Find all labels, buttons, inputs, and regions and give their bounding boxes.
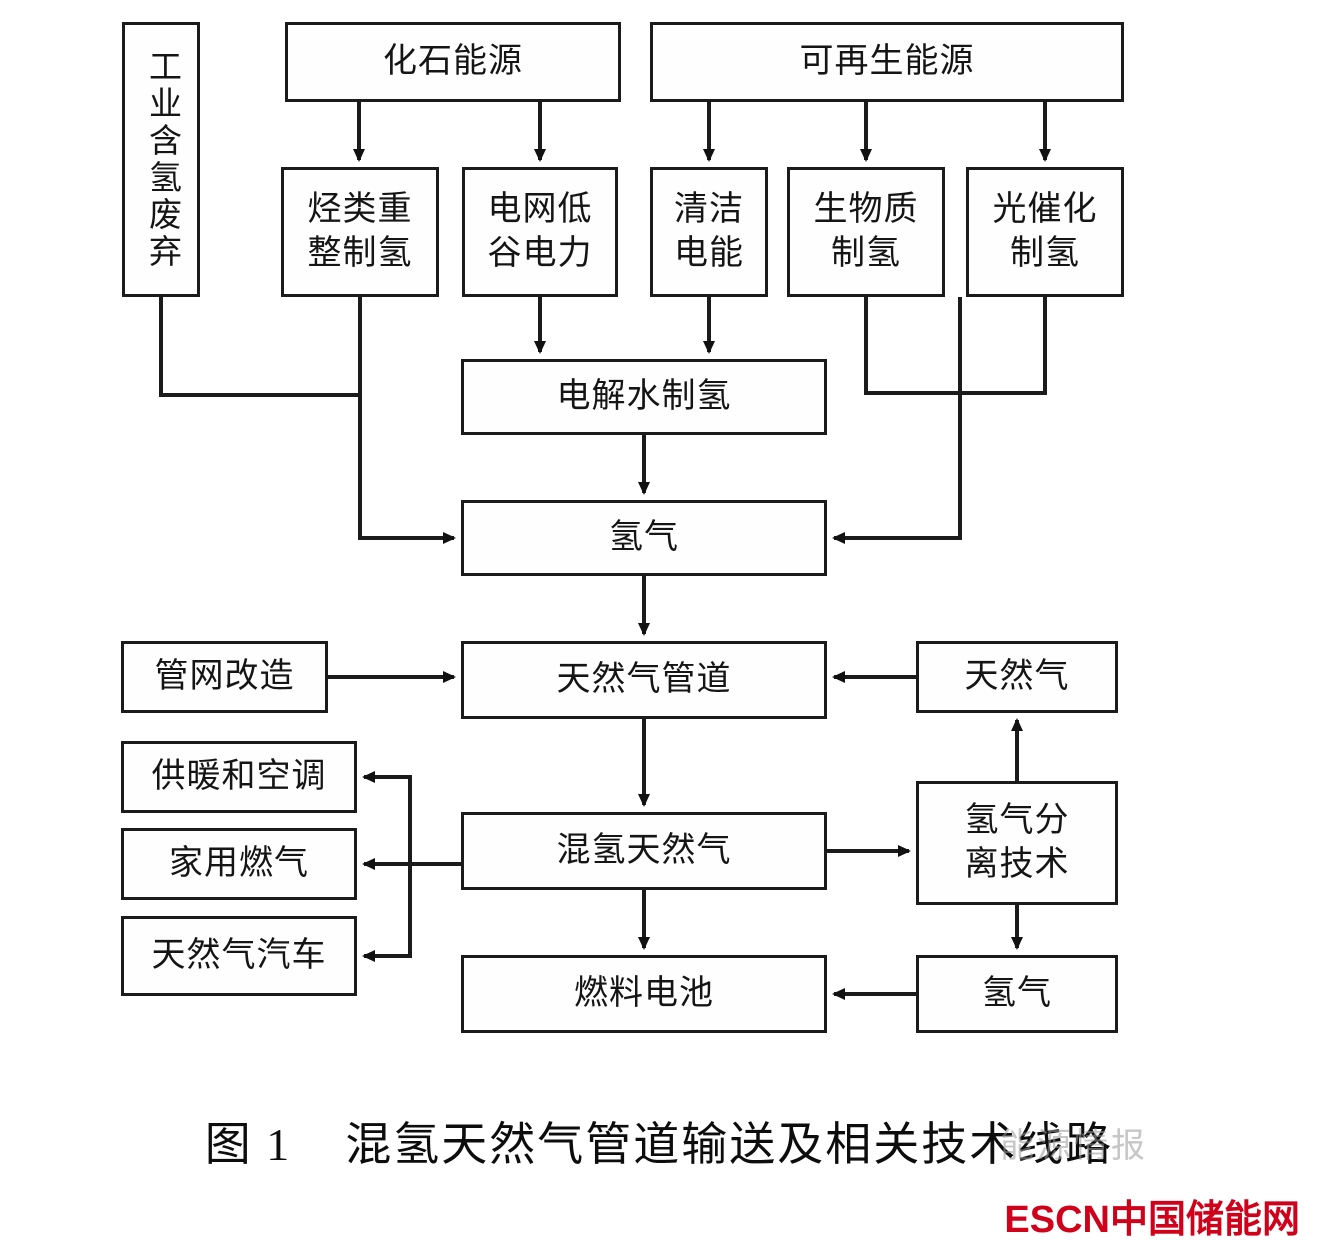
node-hydrogen-separation-technology[interactable]: 氢气分 离技术 [916, 781, 1118, 905]
node-label: 生物质 制氢 [813, 190, 919, 272]
node-label: 供暖和空调 [151, 757, 327, 795]
node-label: 清洁 电能 [674, 190, 744, 272]
node-label: 化石能源 [383, 42, 523, 80]
node-hydrogen-blended-natural-gas[interactable]: 混氢天然气 [461, 812, 827, 890]
node-label: 管网改造 [154, 657, 295, 695]
node-natural-gas-vehicle[interactable]: 天然气汽车 [121, 916, 357, 996]
node-label: 工业含氢废弃 [143, 48, 180, 271]
figure-caption: 图 1 混氢天然气管道输送及相关技术线路 [204, 1119, 1114, 1170]
node-water-electrolysis[interactable]: 电解水制氢 [461, 359, 827, 435]
node-label: 电网低 谷电力 [487, 190, 593, 272]
node-fossil-energy[interactable]: 化石能源 [285, 22, 621, 102]
node-renewable-energy[interactable]: 可再生能源 [650, 22, 1124, 102]
node-label: 氢气分 离技术 [964, 801, 1070, 883]
node-pipeline-renovation[interactable]: 管网改造 [121, 641, 328, 713]
node-heating-and-air-conditioning[interactable]: 供暖和空调 [121, 741, 357, 813]
node-industrial-hydrogen-waste[interactable]: 工业含氢废弃 [122, 22, 200, 297]
node-label: 氢气 [982, 974, 1052, 1012]
node-hydrogen[interactable]: 氢气 [461, 500, 827, 576]
node-label: 天然气 [964, 657, 1070, 695]
node-label: 家用燃气 [169, 844, 309, 882]
node-clean-electricity[interactable]: 清洁 电能 [650, 167, 768, 297]
node-grid-low-valley-power[interactable]: 电网低 谷电力 [462, 167, 618, 297]
node-biomass-hydrogen[interactable]: 生物质 制氢 [787, 167, 945, 297]
node-household-gas[interactable]: 家用燃气 [121, 828, 357, 900]
node-label: 可再生能源 [799, 42, 975, 80]
node-hydrocarbon-reforming[interactable]: 烃类重 整制氢 [281, 167, 439, 297]
node-label: 烃类重 整制氢 [307, 190, 413, 272]
node-label: 混氢天然气 [556, 831, 732, 869]
node-natural-gas-pipeline[interactable]: 天然气管道 [461, 641, 827, 719]
node-label: 燃料电池 [574, 974, 714, 1012]
node-photocatalytic-hydrogen[interactable]: 光催化 制氢 [966, 167, 1124, 297]
node-label: 天然气管道 [556, 660, 732, 698]
node-label: 电解水制氢 [556, 377, 732, 415]
escn-logo: ESCN中国储能网 [1004, 1199, 1300, 1241]
node-label: 天然气汽车 [151, 936, 327, 974]
node-label: 光催化 制氢 [992, 190, 1098, 272]
node-label: 氢气 [609, 518, 679, 556]
node-natural-gas[interactable]: 天然气 [916, 641, 1118, 713]
node-hydrogen-separated[interactable]: 氢气 [916, 955, 1118, 1033]
node-fuel-cell[interactable]: 燃料电池 [461, 955, 827, 1033]
